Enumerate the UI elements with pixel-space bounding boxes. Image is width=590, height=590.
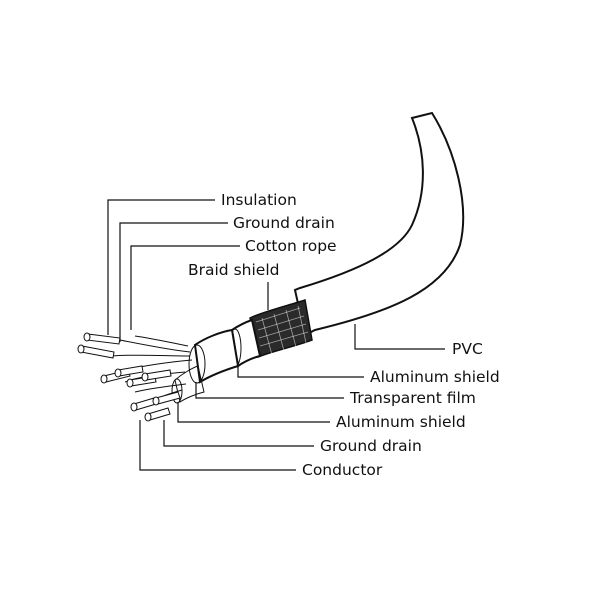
leader-insulation (107, 199, 215, 335)
conductor-tip (114, 365, 144, 378)
label-ground-drain-top: Ground drain (233, 214, 335, 232)
leader-aluminum-shield-inner (177, 402, 330, 423)
conductor-tip (141, 369, 172, 382)
leader-ground-drain-top (119, 222, 228, 342)
leader-transparent-film (195, 382, 344, 399)
leader-lines (107, 199, 445, 471)
braid-shield-band (249, 299, 313, 359)
label-transparent-film: Transparent film (349, 389, 476, 407)
label-conductor: Conductor (302, 461, 383, 479)
leader-aluminum-shield-outer (237, 365, 364, 378)
aluminum-shield-inner-sleeve (171, 365, 205, 404)
label-braid-shield: Braid shield (188, 261, 279, 279)
labels: Insulation Ground drain Cotton rope Brai… (188, 191, 500, 479)
conductor-tip (83, 332, 121, 345)
transparent-film-sleeve (188, 328, 240, 384)
label-insulation: Insulation (221, 191, 297, 209)
conductor-tip (152, 391, 181, 406)
conductor-tip (130, 397, 157, 412)
conductor-tips (77, 332, 181, 422)
conductor-tip (144, 407, 171, 422)
leader-cotton-rope (130, 245, 240, 330)
leader-ground-drain-bottom (163, 420, 314, 447)
label-ground-drain-bottom: Ground drain (320, 437, 422, 455)
label-aluminum-shield-outer: Aluminum shield (370, 368, 500, 386)
label-aluminum-shield-inner: Aluminum shield (336, 413, 466, 431)
leader-pvc (354, 324, 445, 350)
conductor-tip (77, 344, 115, 359)
label-pvc: PVC (452, 340, 483, 358)
leader-conductor (139, 420, 296, 471)
label-cotton-rope: Cotton rope (245, 237, 337, 255)
